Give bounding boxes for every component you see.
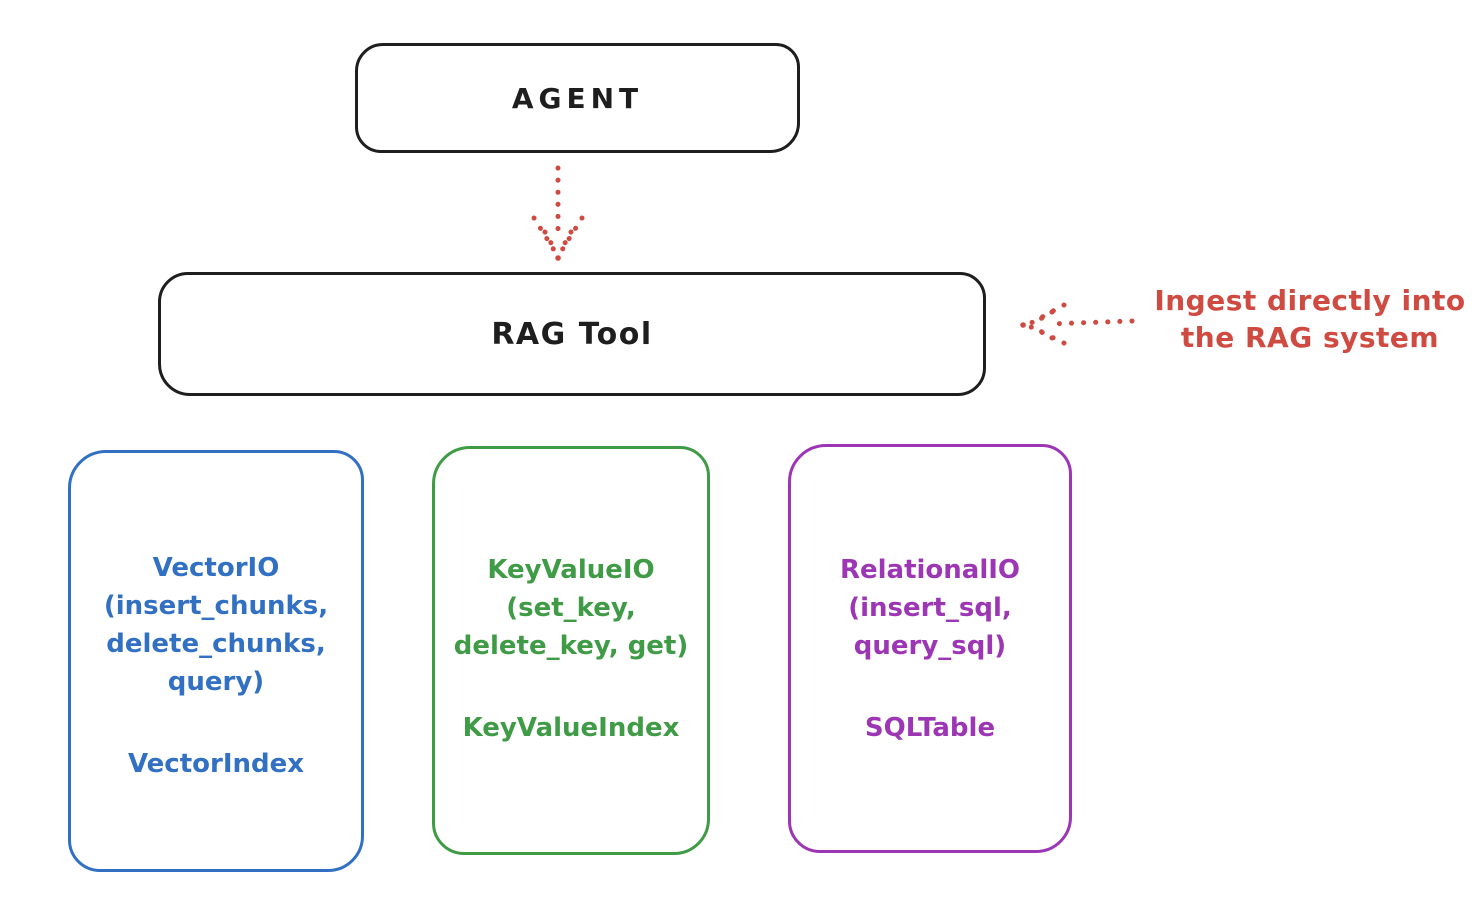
ingest-annotation-line1: Ingest directly into (1154, 284, 1466, 317)
dotted-arrow-down-icon (531, 165, 585, 261)
store-title: KeyValueIO (487, 555, 655, 585)
agent-label: AGENT (511, 81, 644, 115)
rag-tool-box: RAG Tool (158, 272, 986, 396)
store-title: RelationalIO (839, 555, 1021, 585)
rag-tool-label: RAG Tool (491, 316, 653, 352)
key-value-index-label: KeyValueIndex (462, 713, 680, 743)
store-method-line: delete_key, get) (453, 631, 689, 661)
store-method-line: (insert_chunks, (103, 591, 329, 621)
store-method-line: (insert_sql, (848, 593, 1012, 623)
ingest-annotation: Ingest directly into the RAG system (1140, 282, 1480, 356)
store-method-line: query_sql) (853, 631, 1007, 661)
relational-io-box: RelationalIO (insert_sql, query_sql) SQL… (788, 444, 1072, 853)
store-method-line: (set_key, (506, 593, 636, 623)
store-method-line: query) (167, 667, 265, 697)
ingest-annotation-line2: the RAG system (1180, 321, 1440, 354)
key-value-io-box: KeyValueIO (set_key, delete_key, get) Ke… (432, 446, 710, 855)
dotted-arrow-left-icon (1020, 302, 1135, 346)
store-title: VectorIO (152, 553, 280, 583)
vector-io-box: VectorIO (insert_chunks, delete_chunks, … (68, 450, 364, 872)
sql-table-label: SQLTable (864, 713, 996, 743)
vector-index-label: VectorIndex (127, 749, 305, 779)
agent-box: AGENT (355, 43, 800, 153)
store-method-line: delete_chunks, (106, 629, 326, 659)
